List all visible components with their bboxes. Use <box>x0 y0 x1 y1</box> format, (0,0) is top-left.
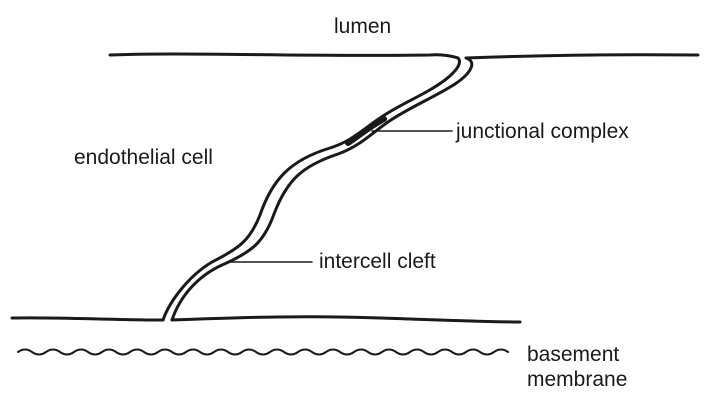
basement-membrane-line <box>17 348 509 356</box>
basement-membrane-label-line1: basement <box>527 343 620 366</box>
cleft-membrane-left <box>161 56 461 322</box>
basement-membrane-label-line2: membrane <box>527 368 628 391</box>
intercell-cleft-label: intercell cleft <box>319 250 436 273</box>
endothelial-cell-label: endothelial cell <box>74 146 213 169</box>
junctional-complex-thickening <box>345 116 387 146</box>
cleft-membrane-right <box>170 56 474 322</box>
abluminal-membrane-line <box>10 316 165 322</box>
luminal-membrane-line-right <box>464 53 700 60</box>
abluminal-membrane-line-right <box>170 315 522 324</box>
junctional-complex-label: junctional complex <box>456 120 629 143</box>
luminal-membrane-line <box>108 52 460 60</box>
lumen-label: lumen <box>334 15 392 38</box>
